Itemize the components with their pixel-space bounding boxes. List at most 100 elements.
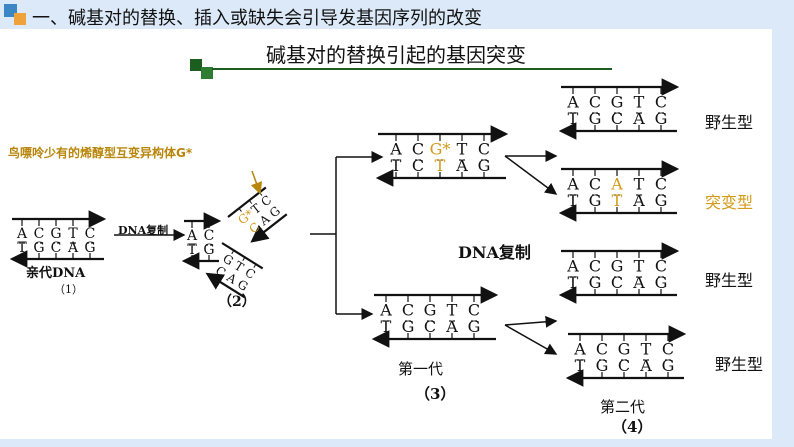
- generation-2-number: （4）: [612, 418, 653, 436]
- base-top: A: [573, 340, 586, 359]
- pair-dot: [453, 320, 455, 322]
- base-bottom: T: [612, 191, 623, 210]
- slide-subtitle: 碱基对的替换引起的基因突变: [266, 43, 526, 67]
- pair-dot: [459, 159, 461, 161]
- base-top: A: [566, 257, 579, 276]
- pair-dot: [471, 320, 473, 322]
- pair-dot: [189, 244, 191, 246]
- pair-dot: [463, 159, 465, 161]
- pair-dot: [647, 359, 649, 361]
- pair-dot: [40, 242, 42, 244]
- base-bottom: T: [435, 156, 446, 175]
- base-bottom: A: [632, 191, 645, 210]
- pair-dot: [23, 242, 25, 244]
- base-top: C: [655, 93, 667, 112]
- base-top: C: [85, 226, 96, 242]
- type-label-wild-2: 野生型: [705, 271, 754, 290]
- pair-dot: [393, 159, 395, 161]
- dna-replication-label-big: DNA复制: [458, 243, 531, 262]
- pair-dot: [640, 276, 642, 278]
- tautomer-note: 鸟嘌呤少有的烯醇型互变异构体G*: [8, 146, 193, 160]
- pair-dot: [449, 320, 451, 322]
- base-bottom: T: [381, 317, 392, 336]
- pair-dot: [596, 194, 598, 196]
- base-bottom: T: [187, 242, 197, 258]
- pair-dot: [74, 242, 76, 244]
- base-bottom: G: [203, 242, 214, 258]
- header-blue-square: [4, 4, 17, 17]
- base-top: C: [204, 228, 215, 244]
- base-bottom: T: [391, 156, 402, 175]
- base-bottom: G: [589, 191, 602, 210]
- pair-dot: [658, 276, 660, 278]
- base-bottom: G: [596, 356, 609, 375]
- base-top: A: [566, 175, 579, 194]
- subtitle-square-green: [201, 67, 213, 79]
- pair-dot: [36, 242, 38, 244]
- pair-dot: [618, 112, 620, 114]
- base-bottom: A: [445, 317, 458, 336]
- pair-dot: [419, 159, 421, 161]
- pair-dot: [592, 112, 594, 114]
- header-bar: 一、碱基对的替换、插入或缺失会引导发基因序列的改变: [0, 0, 794, 29]
- pair-dot: [669, 359, 671, 361]
- base-bottom: A: [455, 156, 468, 175]
- pair-dot: [383, 320, 385, 322]
- pair-dot: [640, 112, 642, 114]
- pair-dot: [621, 359, 623, 361]
- base-top: G*: [430, 140, 451, 159]
- arrow-to-r2: [504, 155, 558, 195]
- branch-backbone-bottom: [205, 272, 246, 299]
- base-bottom: G: [402, 317, 415, 336]
- pair-dot: [662, 276, 664, 278]
- parent-dna-label: 亲代DNA: [26, 266, 86, 281]
- base-top: C: [655, 175, 667, 194]
- pair-dot: [599, 359, 601, 361]
- pair-dot: [210, 244, 212, 246]
- pair-dot: [570, 194, 572, 196]
- pair-dot: [397, 159, 399, 161]
- base-bottom: C: [611, 273, 623, 292]
- base-top: C: [402, 301, 414, 320]
- pair-dot: [574, 112, 576, 114]
- pair-dot: [614, 194, 616, 196]
- bottom-bar: [0, 439, 794, 447]
- base-top: C: [478, 140, 490, 159]
- base-top: G: [611, 257, 624, 276]
- base-bottom: G: [589, 109, 602, 128]
- base-top: T: [634, 257, 645, 276]
- base-top: G: [50, 226, 61, 242]
- pair-dot: [614, 112, 616, 114]
- pair-dot: [636, 194, 638, 196]
- base-bottom: G: [655, 273, 668, 292]
- base-top: C: [412, 140, 424, 159]
- base-bottom: T: [568, 191, 579, 210]
- generation-1-number: （3）: [415, 385, 456, 403]
- branch-rung: [253, 263, 257, 268]
- pair-dot: [485, 159, 487, 161]
- base-top: T: [634, 93, 645, 112]
- pair-dot: [431, 320, 433, 322]
- base-bottom: T: [568, 109, 579, 128]
- base-top: T: [634, 175, 645, 194]
- base-top: C: [596, 340, 608, 359]
- header-title: 一、碱基对的替换、插入或缺失会引导发基因序列的改变: [32, 8, 482, 29]
- base-bottom: C: [51, 240, 62, 256]
- pair-dot: [475, 320, 477, 322]
- base-bottom: T: [575, 356, 586, 375]
- stage-2-label: （2）: [218, 294, 256, 310]
- header-orange-square: [14, 13, 26, 25]
- pair-dot: [592, 194, 594, 196]
- base-bottom: T: [568, 273, 579, 292]
- base-bottom: G: [33, 240, 44, 256]
- base-top: C: [34, 226, 45, 242]
- pair-dot: [91, 242, 93, 244]
- pair-dot: [614, 276, 616, 278]
- right-sidebar: [772, 29, 794, 447]
- pair-dot: [636, 276, 638, 278]
